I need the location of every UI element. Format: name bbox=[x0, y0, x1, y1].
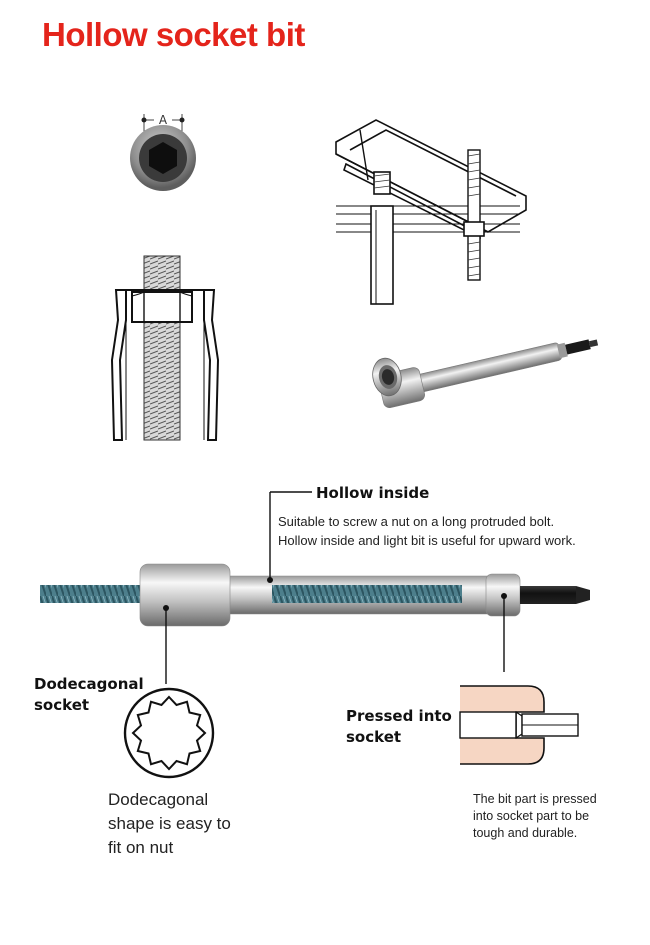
hollow-inside-description: Suitable to screw a nut on a long protru… bbox=[278, 512, 648, 550]
dodecagonal-socket-title-line-2: socket bbox=[34, 696, 90, 714]
dodecagon-opening bbox=[131, 695, 207, 771]
ceiling-installation-diagram bbox=[335, 119, 527, 305]
dodecagonal-desc-line-1: Dodecagonal bbox=[108, 790, 209, 809]
pressed-desc-line-2: into socket part to be bbox=[473, 809, 590, 823]
hollow-socket-bit-main-diagram bbox=[40, 563, 590, 627]
hollow-inside-line-1: Suitable to screw a nut on a long protru… bbox=[278, 514, 555, 529]
pressed-desc-line-3: tough and durable. bbox=[473, 826, 578, 840]
hollow-inside-title: Hollow inside bbox=[316, 484, 430, 502]
socket-cross-section-diagram bbox=[110, 255, 220, 441]
pressed-into-socket-description: The bit part is pressed into socket part… bbox=[473, 791, 633, 842]
dodecagonal-socket-title: Dodecagonal socket bbox=[34, 674, 174, 716]
pressed-title-line-1: Pressed into bbox=[346, 707, 452, 725]
hollow-inside-leader bbox=[267, 491, 312, 583]
dodecagonal-socket-description: Dodecagonal shape is easy to fit on nut bbox=[108, 788, 268, 860]
dodecagonal-leader bbox=[163, 605, 169, 684]
pressed-into-socket-diagram bbox=[459, 685, 579, 765]
pressed-title-line-2: socket bbox=[346, 728, 402, 746]
dimension-label-a: A bbox=[159, 113, 168, 127]
pressed-leader bbox=[501, 593, 507, 672]
pressed-desc-line-1: The bit part is pressed bbox=[473, 792, 597, 806]
pressed-into-socket-title: Pressed into socket bbox=[346, 706, 466, 748]
dodecagonal-desc-line-3: fit on nut bbox=[108, 838, 174, 857]
dodecagonal-socket-diagram bbox=[123, 687, 215, 779]
dodecagonal-desc-line-2: shape is easy to bbox=[108, 814, 231, 833]
hollow-socket-bit-photo bbox=[372, 339, 599, 409]
socket-end-view-diagram: A bbox=[130, 113, 196, 191]
dodecagonal-socket-title-line-1: Dodecagonal bbox=[34, 675, 144, 693]
hollow-inside-line-2: Hollow inside and light bit is useful fo… bbox=[278, 533, 576, 548]
page-title: Hollow socket bit bbox=[42, 16, 305, 53]
